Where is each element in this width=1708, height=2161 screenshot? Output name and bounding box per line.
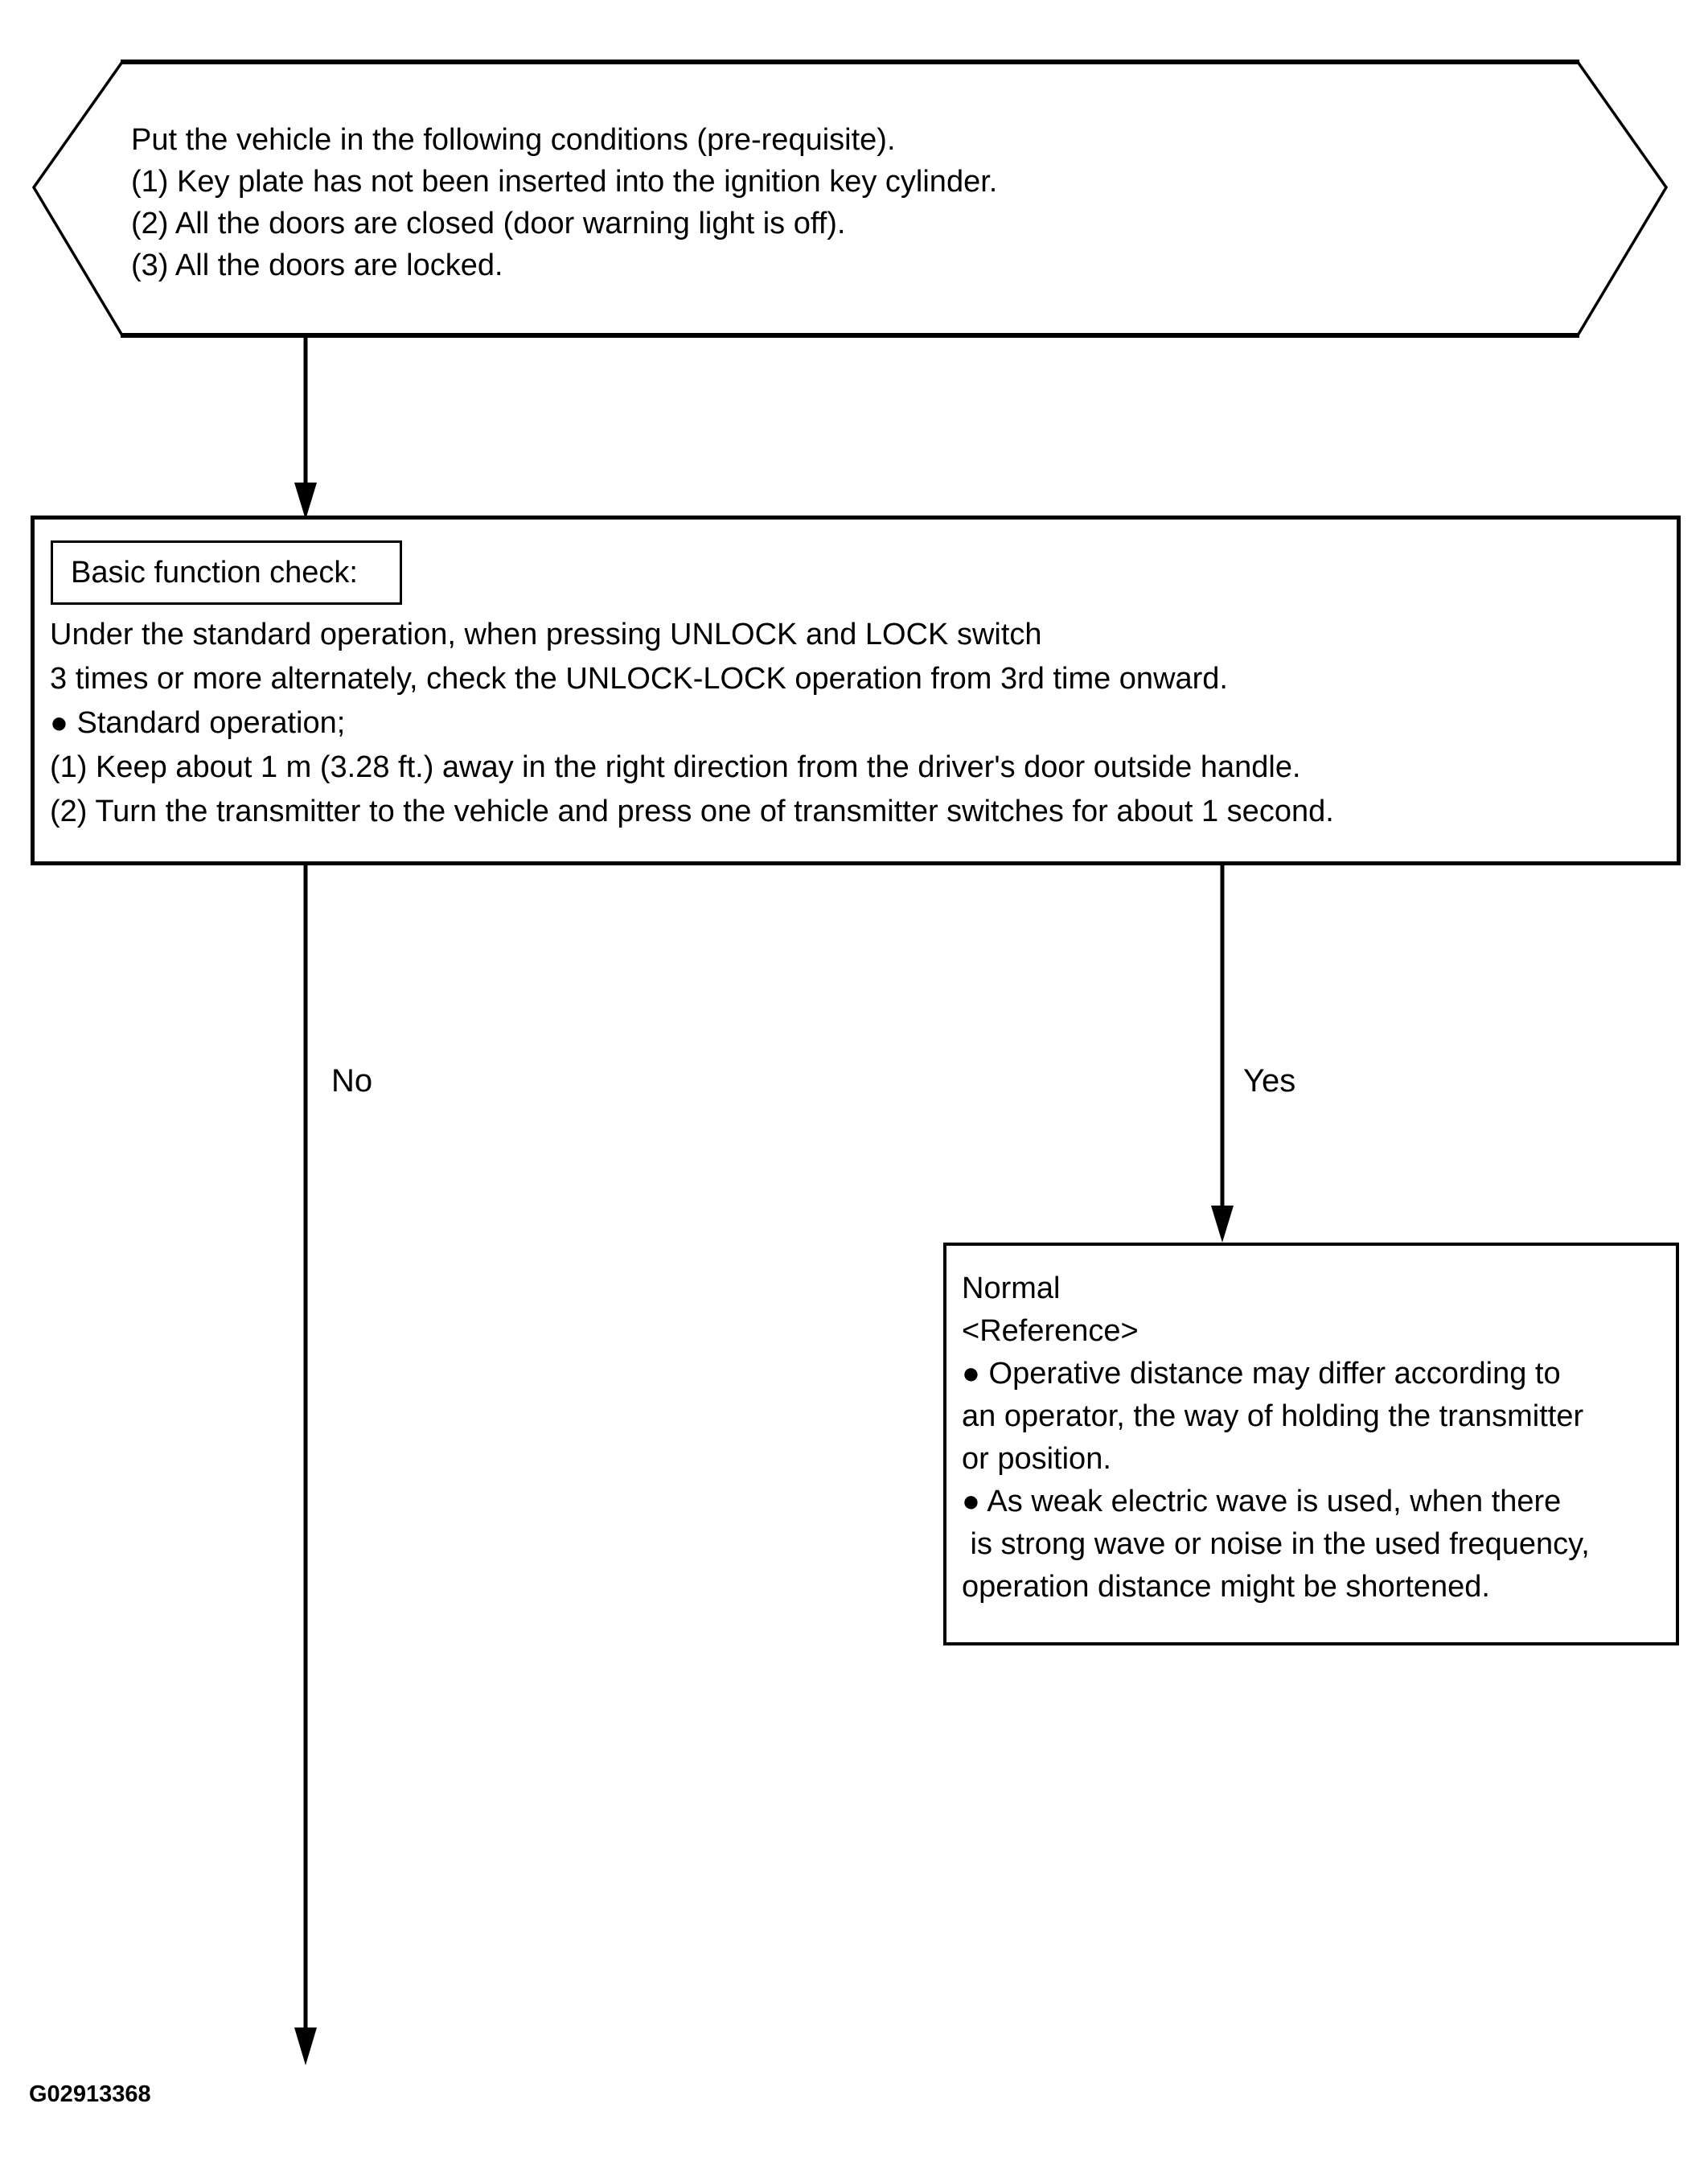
basic-check-line: 3 times or more alternately, check the U… [50, 662, 1228, 696]
yes-branch-label: Yes [1243, 1063, 1296, 1099]
basic-check-label-box: Basic function check: [51, 540, 402, 605]
arrowhead-down-icon [1211, 1206, 1234, 1243]
normal-result-line: ● As weak electric wave is used, when th… [962, 1485, 1562, 1518]
basic-check-line: (2) Turn the transmitter to the vehicle … [50, 795, 1334, 828]
normal-result-text: Normal <Reference> ● Operative distance … [962, 1267, 1590, 1608]
prerequisite-text: Put the vehicle in the following conditi… [131, 119, 997, 286]
normal-result-line: <Reference> [962, 1314, 1139, 1348]
basic-check-line: ● Standard operation; [50, 706, 346, 740]
normal-result-box [943, 1243, 1679, 1645]
prerequisite-line: Put the vehicle in the following conditi… [131, 123, 896, 157]
basic-check-line: (1) Keep about 1 m (3.28 ft.) away in th… [50, 750, 1301, 784]
normal-result-line: an operator, the way of holding the tran… [962, 1399, 1584, 1433]
normal-result-line: operation distance might be shortened. [962, 1570, 1490, 1604]
normal-result-line: Normal [962, 1272, 1061, 1305]
arrowhead-down-icon [294, 483, 317, 520]
arrowhead-down-icon [294, 2027, 317, 2065]
figure-id-label: G02913368 [29, 2081, 151, 2107]
normal-result-line: is strong wave or noise in the used freq… [962, 1527, 1590, 1561]
prerequisite-line: (2) All the doors are closed (door warni… [131, 207, 846, 240]
normal-result-line: ● Operative distance may differ accordin… [962, 1357, 1561, 1391]
prerequisite-line: (3) All the doors are locked. [131, 249, 503, 282]
basic-check-label: Basic function check: [71, 555, 358, 590]
normal-result-line: or position. [962, 1442, 1111, 1476]
basic-check-text: Under the standard operation, when press… [50, 613, 1334, 834]
prerequisite-line: (1) Key plate has not been inserted into… [131, 165, 998, 199]
basic-check-line: Under the standard operation, when press… [50, 618, 1042, 651]
no-branch-label: No [331, 1063, 373, 1099]
